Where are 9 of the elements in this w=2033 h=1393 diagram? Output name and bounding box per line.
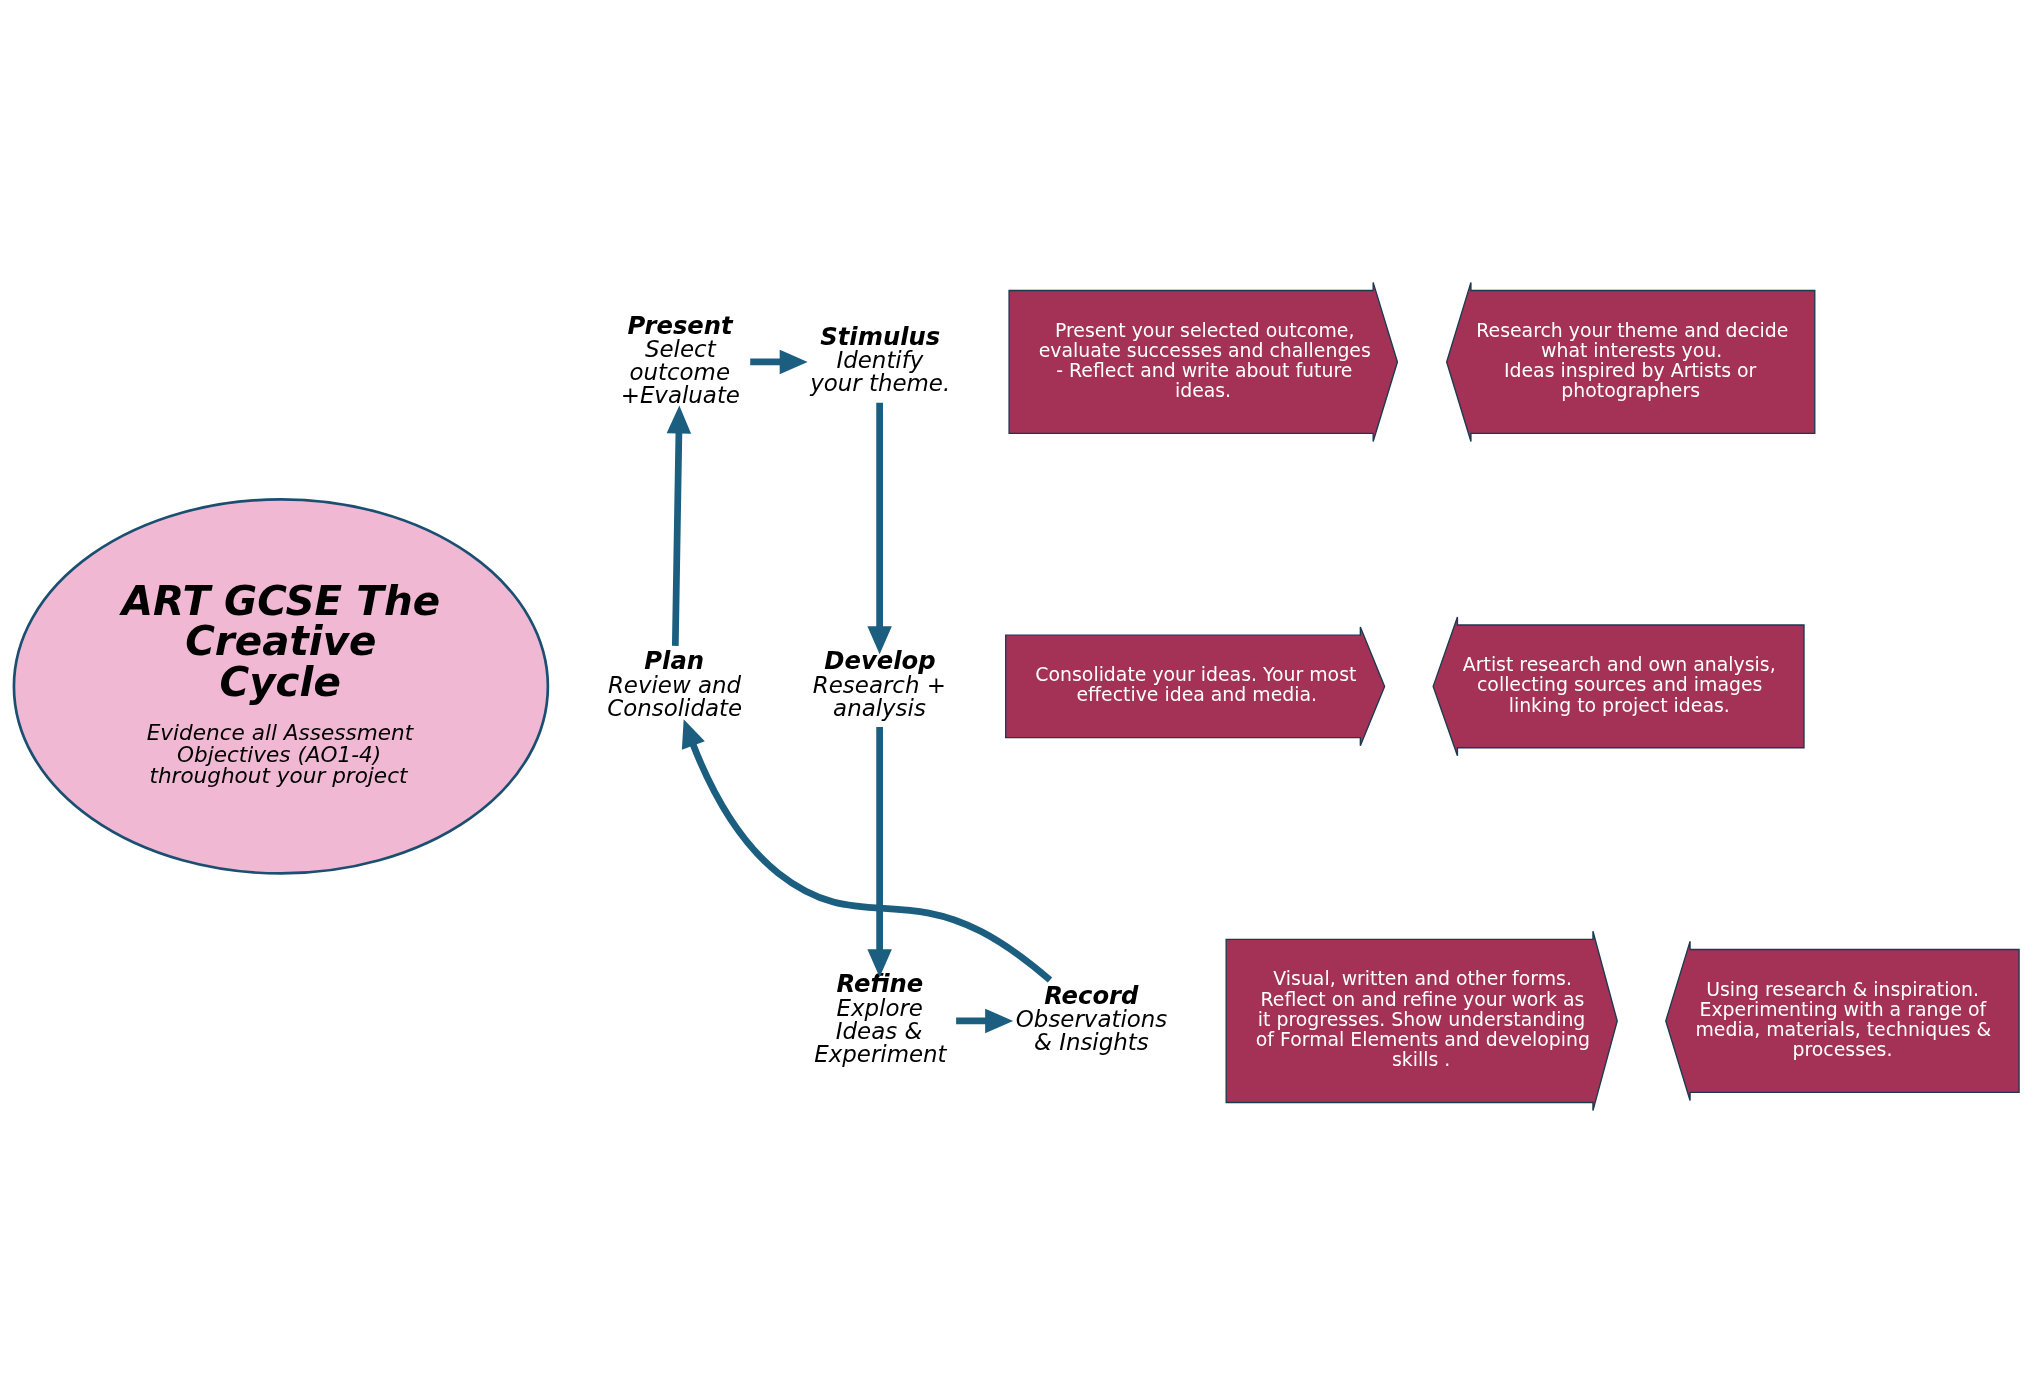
node-text: Develop Research + analysis [812, 646, 946, 721]
node-text: Stimulus Identify your theme. [810, 321, 951, 397]
arrow [681, 719, 1053, 983]
node-text: Refine Explore Ideas & Experiment [814, 969, 947, 1067]
arrow [867, 402, 892, 655]
node-text: Plan Review and Consolidate [607, 646, 743, 721]
node-text: Present Select outcome +Evaluate [620, 310, 740, 408]
node-text: Record Observations & Insights [1015, 980, 1168, 1056]
node-ellipse: ART GCSE The Creative Cycle Evidence all Assessment Objectives (AO1-4) throughout your project [12, 498, 550, 875]
